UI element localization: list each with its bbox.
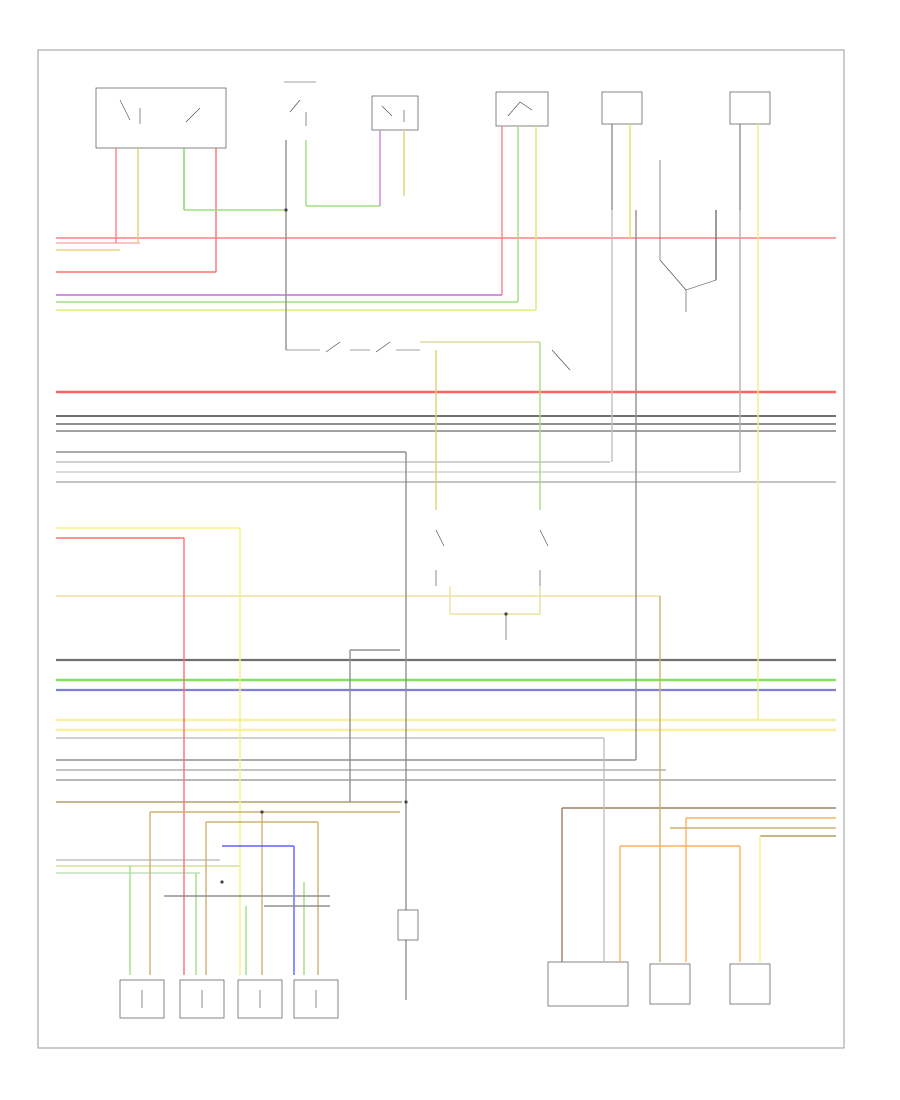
- top-verticals: [115, 124, 759, 760]
- component-right-oxygen-sensor: [729, 91, 771, 125]
- left-lower-verticals: [56, 527, 400, 975]
- component-clutch-switch: [495, 91, 549, 127]
- intake-air-sensor: [649, 963, 691, 1005]
- middle-switch-group: [286, 341, 571, 1000]
- injector-row: [119, 979, 339, 1019]
- bottom-right-components: [397, 596, 836, 1007]
- camshaft-sensor: [729, 963, 771, 1005]
- component-left-oxygen-sensor: [601, 91, 643, 125]
- bus-wires: [56, 237, 836, 874]
- junction-dots: [220, 208, 508, 884]
- component-top-left-switch-box: [95, 87, 227, 149]
- ground-sensor: [397, 909, 419, 941]
- component-brake-lamp-switch: [371, 95, 419, 131]
- diagram-frame: [37, 49, 845, 1049]
- throttle-body: [547, 961, 629, 1007]
- component-rear-fog-switch: [284, 81, 316, 126]
